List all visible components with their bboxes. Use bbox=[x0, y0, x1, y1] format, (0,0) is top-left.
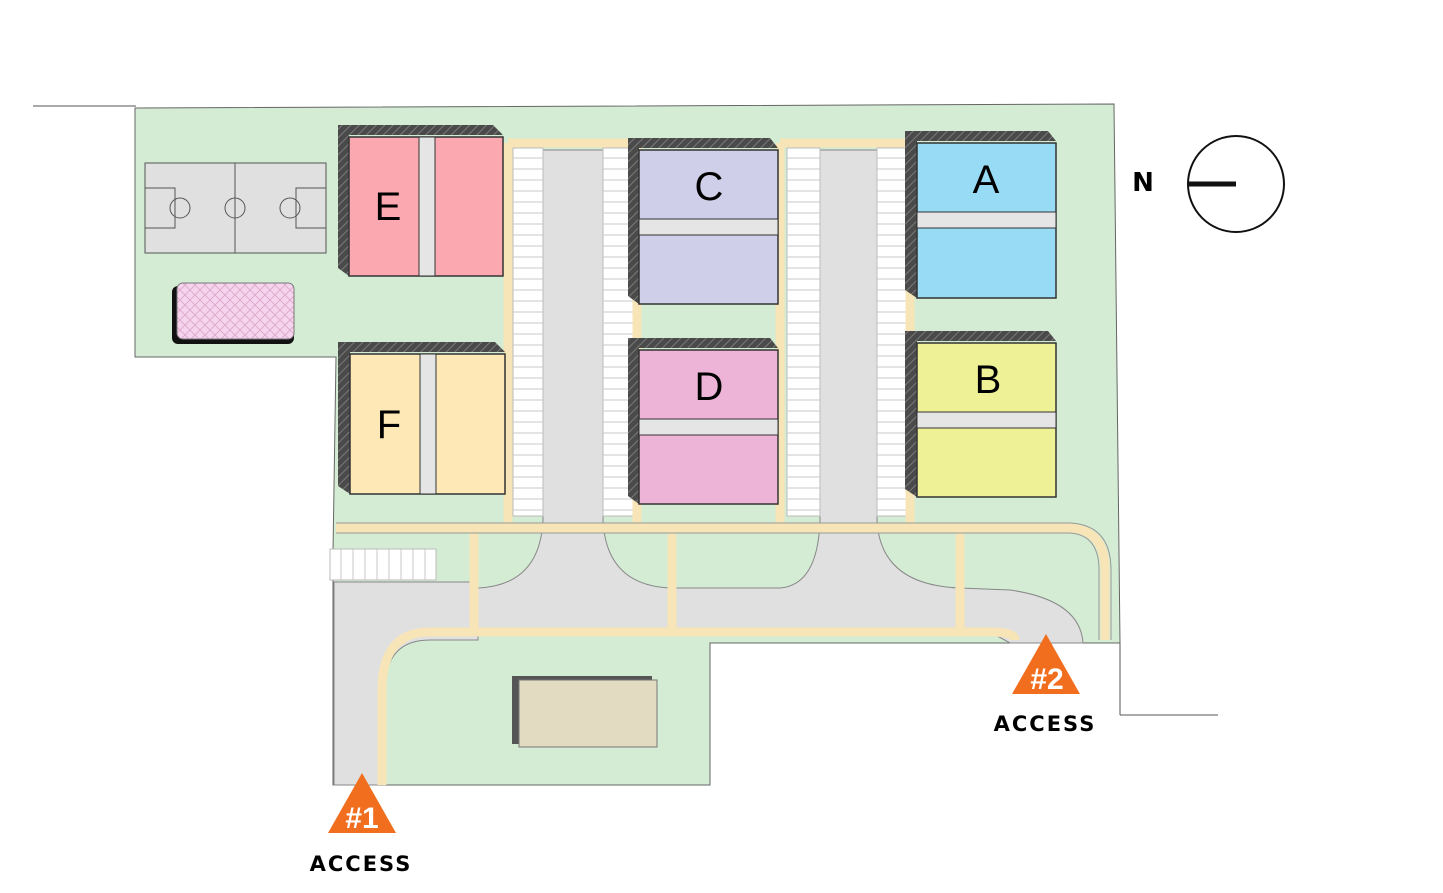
parking-row-1 bbox=[512, 147, 544, 517]
walk-south bbox=[336, 523, 1110, 640]
sports-court bbox=[144, 162, 327, 254]
parking-row-3 bbox=[786, 147, 821, 517]
parking-row-5 bbox=[329, 548, 437, 581]
sidewalk-edges bbox=[336, 522, 1112, 640]
pool bbox=[172, 282, 295, 344]
parking-stall-lines bbox=[340, 157, 907, 580]
building-F[interactable]: F bbox=[338, 342, 506, 495]
access-label-1: ACCESS bbox=[310, 852, 413, 876]
building-label-A: A bbox=[973, 158, 1000, 202]
building-label-B: B bbox=[975, 358, 1002, 402]
building-label-E: E bbox=[375, 185, 402, 229]
building-D[interactable]: D bbox=[628, 338, 779, 505]
amenity-building bbox=[512, 676, 658, 748]
north-arrow: N bbox=[1132, 135, 1285, 233]
triangle-icon bbox=[1012, 634, 1080, 694]
access-number-1: #1 bbox=[345, 802, 378, 835]
access-number-2: #2 bbox=[1030, 663, 1063, 696]
building-label-F: F bbox=[377, 403, 401, 447]
access-marker-1: #1 ACCESS bbox=[310, 773, 413, 876]
walk-inner bbox=[474, 627, 1020, 641]
access-label-2: ACCESS bbox=[994, 712, 1097, 736]
main-drive bbox=[477, 149, 1084, 644]
parking-row-4 bbox=[876, 147, 908, 517]
north-label: N bbox=[1132, 168, 1154, 198]
building-label-D: D bbox=[695, 365, 724, 409]
building-E[interactable]: E bbox=[338, 125, 504, 277]
property-lines bbox=[33, 105, 1218, 716]
triangle-icon bbox=[328, 773, 396, 833]
building-B[interactable]: B bbox=[905, 331, 1057, 498]
building-A[interactable]: A bbox=[905, 131, 1057, 299]
walk-loop bbox=[377, 627, 474, 785]
building-C[interactable]: C bbox=[628, 138, 779, 305]
access-marker-2: #2 ACCESS bbox=[994, 634, 1097, 736]
building-label-C: C bbox=[695, 165, 724, 209]
